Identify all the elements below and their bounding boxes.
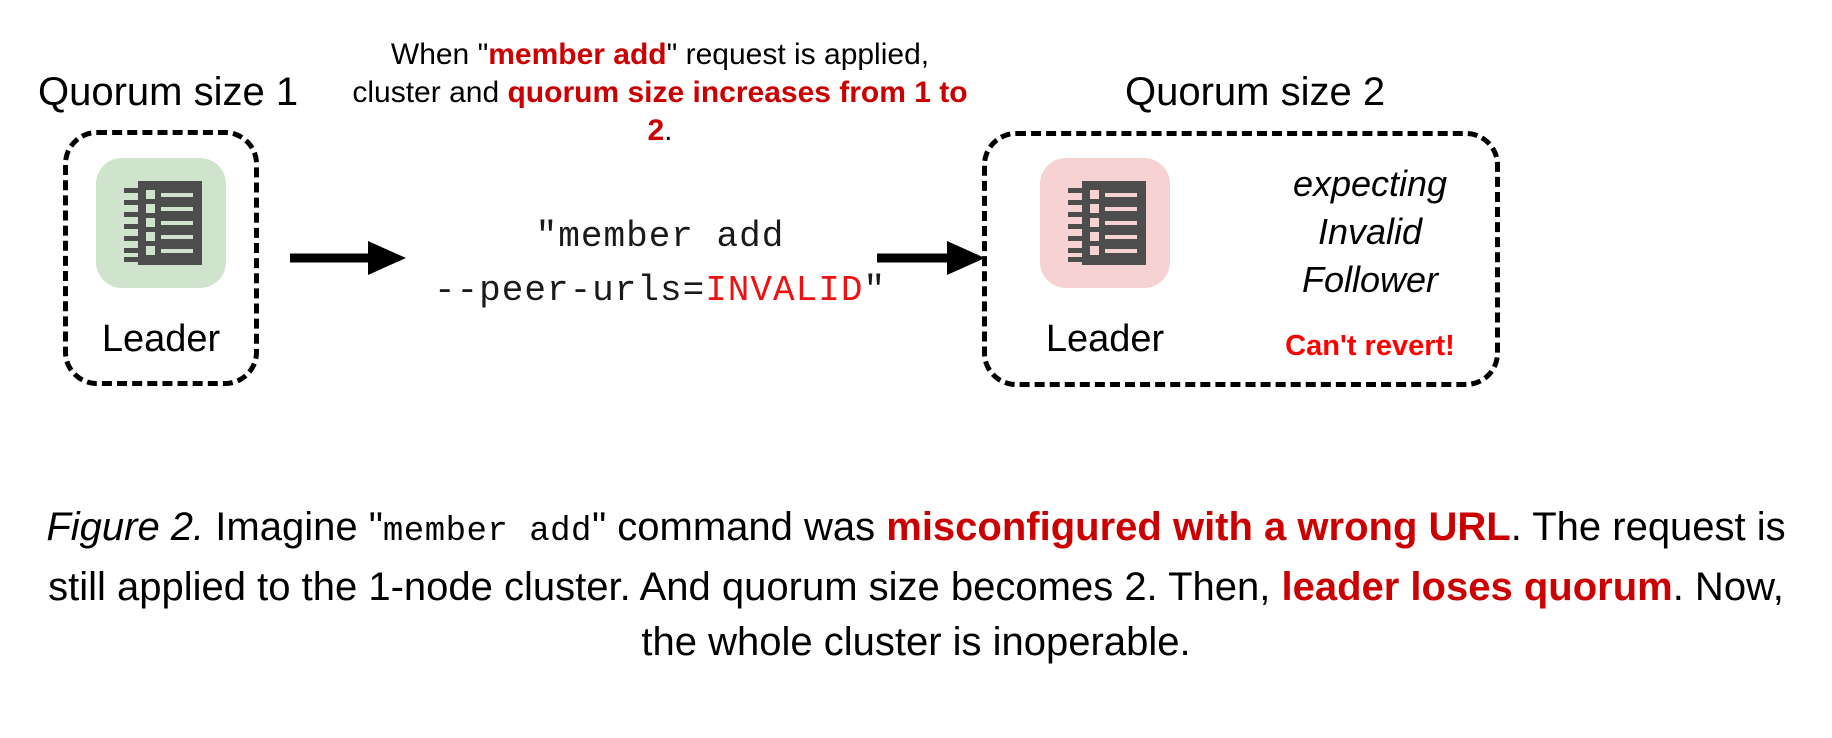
follower-status-line-3: Follower <box>1301 259 1439 300</box>
cluster-box-left <box>63 130 259 386</box>
node-right: Leader <box>1040 158 1170 360</box>
command-flag: --peer-urls= <box>433 270 706 311</box>
node-left: Leader <box>96 158 226 360</box>
command-quote-close: " <box>863 270 887 311</box>
caption-text-4: . Now, the whole cluster is inoperable. <box>641 565 1784 664</box>
follower-status-line-1: expecting <box>1292 163 1448 204</box>
caption-red-misconfigured: misconfigured with a wrong URL <box>886 505 1511 549</box>
figure-number: Figure 2. <box>46 505 205 549</box>
annotation-text-3: . <box>664 114 673 147</box>
server-icon <box>1068 181 1146 265</box>
follower-status: expecting Invalid Follower <box>1250 160 1490 304</box>
top-annotation: When "member add" request is applied, cl… <box>350 36 970 150</box>
command-line-1: "member add <box>535 216 785 257</box>
command-invalid-value: INVALID <box>705 270 864 311</box>
node-tile-left <box>96 158 226 297</box>
arrow-right-icon-left <box>290 241 406 275</box>
arrow-right-icon-right <box>877 241 985 275</box>
caption-text-1: Imagine " <box>204 505 383 549</box>
command-line-2: --peer-urls=INVALID" <box>430 264 890 318</box>
command-block: "member add --peer-urls=INVALID" <box>430 210 890 318</box>
figure-caption: Figure 2. Imagine "member add" command w… <box>40 500 1792 670</box>
follower-status-line-2: Invalid <box>1317 211 1423 252</box>
annotation-text-2: " request is applied, cluster and <box>352 38 930 109</box>
cluster-box-right <box>982 131 1500 387</box>
annotation-text-1: When " <box>390 38 489 71</box>
annotation-emphasis-member-add: member add <box>488 38 667 71</box>
node-tile-right <box>1040 158 1170 297</box>
caption-mono-member-add: member add <box>382 513 592 551</box>
caption-red-leader-loses-quorum: leader loses quorum <box>1281 565 1673 609</box>
annotation-emphasis-quorum-increase: quorum size increases from 1 to 2 <box>507 76 968 147</box>
server-icon <box>124 181 202 265</box>
quorum-size-label-left: Quorum size 1 <box>38 70 299 114</box>
caption-text-3: . The request is still applied to the 1-… <box>48 505 1786 609</box>
node-label-left: Leader <box>101 318 221 360</box>
quorum-size-label-right: Quorum size 2 <box>1125 70 1386 114</box>
cant-revert-warning: Can't revert! <box>1285 330 1455 362</box>
caption-text-2: " command was <box>591 505 887 549</box>
node-label-right: Leader <box>1045 318 1165 360</box>
